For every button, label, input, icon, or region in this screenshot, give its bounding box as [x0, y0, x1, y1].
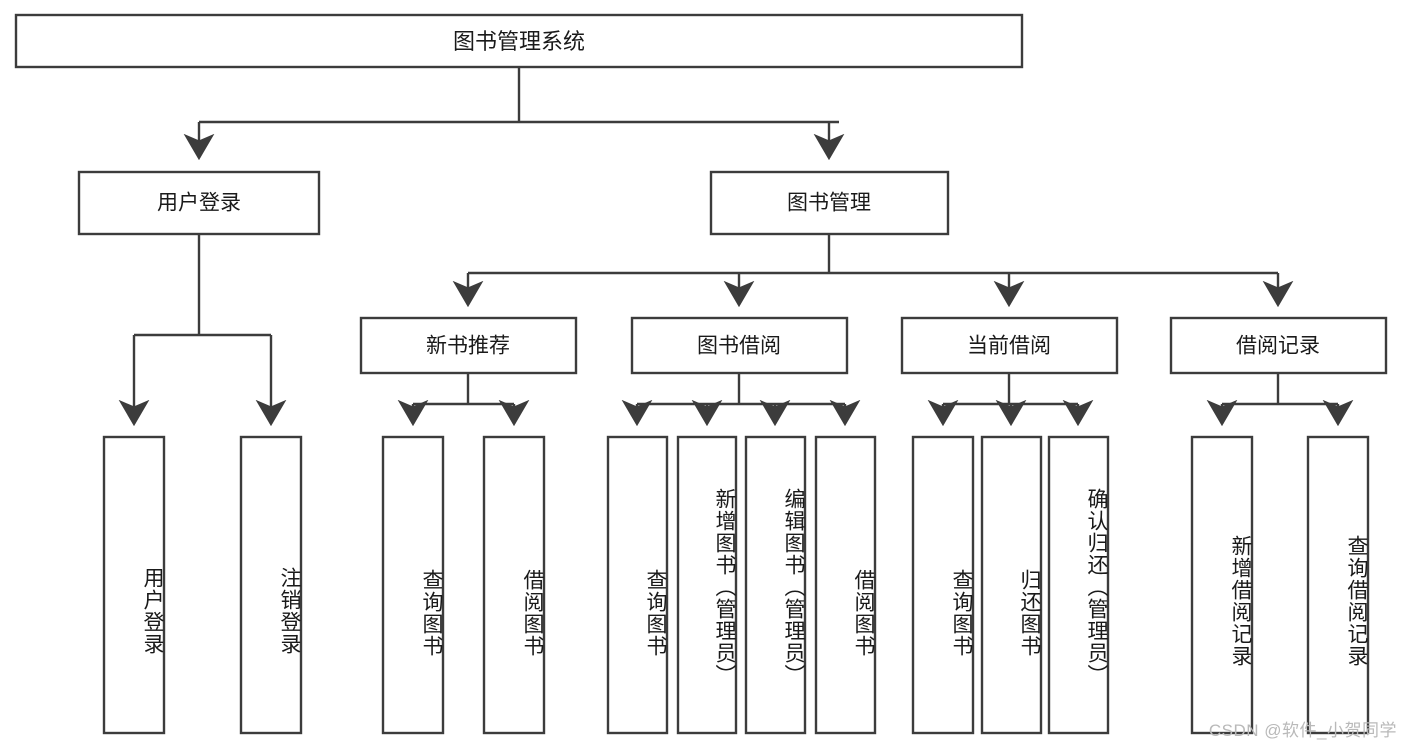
node-new-book-recommend-label: 新书推荐 — [426, 335, 510, 358]
leaf-box-query-record[interactable] — [1306, 435, 1370, 735]
node-current-borrow[interactable]: 当前借阅 — [900, 316, 1119, 375]
leaf-box-user-login[interactable] — [102, 435, 166, 735]
leaf-box-borrow-book-2[interactable] — [814, 435, 877, 735]
node-book-borrow-label: 图书借阅 — [697, 335, 781, 358]
leaf-box-edit-book-admin[interactable] — [744, 435, 807, 735]
connector-root-to-level1 — [183, 67, 845, 161]
leaf-box-return-book[interactable] — [980, 435, 1043, 735]
watermark-text: CSDN @软件_小贺同学 — [1208, 721, 1397, 740]
node-borrow-record-label: 借阅记录 — [1236, 335, 1320, 358]
leaf-box-query-book-3[interactable] — [911, 435, 975, 735]
leaf-box-logout[interactable] — [239, 435, 303, 735]
node-borrow-record[interactable]: 借阅记录 — [1169, 316, 1388, 375]
connector-userlogin-to-leaves — [118, 234, 287, 427]
node-book-borrow[interactable]: 图书借阅 — [630, 316, 849, 375]
node-new-book-recommend[interactable]: 新书推荐 — [359, 316, 578, 375]
connector-bookmgmt-to-level2 — [452, 234, 1294, 308]
node-book-management[interactable]: 图书管理 — [709, 170, 950, 236]
leaf-box-confirm-return-admin[interactable] — [1047, 435, 1110, 735]
node-book-management-label: 图书管理 — [787, 192, 871, 215]
leaf-box-borrow-book-1[interactable] — [482, 435, 546, 735]
node-root-label: 图书管理系统 — [453, 29, 585, 54]
node-user-login-label: 用户登录 — [157, 192, 241, 215]
leaf-box-add-book-admin[interactable] — [676, 435, 738, 735]
node-current-borrow-label: 当前借阅 — [967, 335, 1051, 358]
connector-current-to-leaves — [927, 373, 1094, 427]
connector-recommend-to-leaves — [397, 373, 530, 427]
leaf-box-add-record[interactable] — [1190, 435, 1254, 735]
leaf-box-query-book-2[interactable] — [606, 435, 669, 735]
node-user-login[interactable]: 用户登录 — [77, 170, 321, 236]
node-root-system[interactable]: 图书管理系统 — [14, 13, 1024, 69]
connector-borrow-to-leaves — [621, 373, 861, 427]
connector-record-to-leaves — [1206, 373, 1354, 427]
leaf-box-query-book-1[interactable] — [381, 435, 445, 735]
